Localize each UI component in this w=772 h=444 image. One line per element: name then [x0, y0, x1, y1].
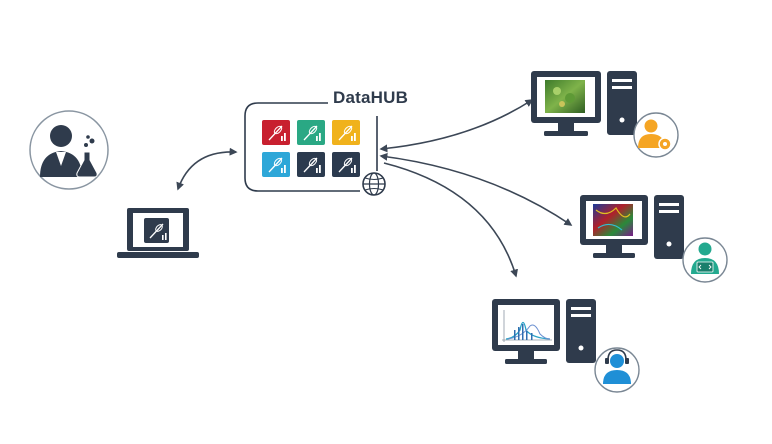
scientist-icon — [29, 110, 109, 190]
link-hub-laptop — [176, 147, 238, 191]
datahub-panel — [244, 102, 378, 192]
desktop-microscopy-icon — [580, 195, 684, 259]
workstation-plants — [531, 71, 679, 158]
user-code-icon — [682, 237, 728, 283]
dataset-tile — [297, 120, 325, 145]
workstation-spectrum — [492, 299, 640, 393]
laptop-icon — [117, 208, 199, 258]
link-hub-workstation-spectrum — [383, 162, 518, 278]
dataset-tiles — [262, 120, 360, 177]
link-hub-workstation-plants — [379, 99, 534, 153]
dataset-tile — [297, 152, 325, 177]
dataset-tile — [262, 152, 290, 177]
connectors — [176, 99, 573, 278]
link-hub-workstation-microscopy — [379, 152, 573, 226]
desktop-plant-image-icon — [531, 71, 637, 136]
dataset-tile — [332, 152, 360, 177]
globe-icon — [362, 172, 386, 196]
desktop-spectrum-icon — [492, 299, 596, 364]
datahub-title: DataHUB — [333, 88, 409, 107]
workstation-microscopy — [580, 195, 728, 283]
dataset-tile — [332, 120, 360, 145]
user-headset-icon — [594, 347, 640, 393]
user-gear-icon — [633, 112, 679, 158]
dataset-tile — [262, 120, 290, 145]
